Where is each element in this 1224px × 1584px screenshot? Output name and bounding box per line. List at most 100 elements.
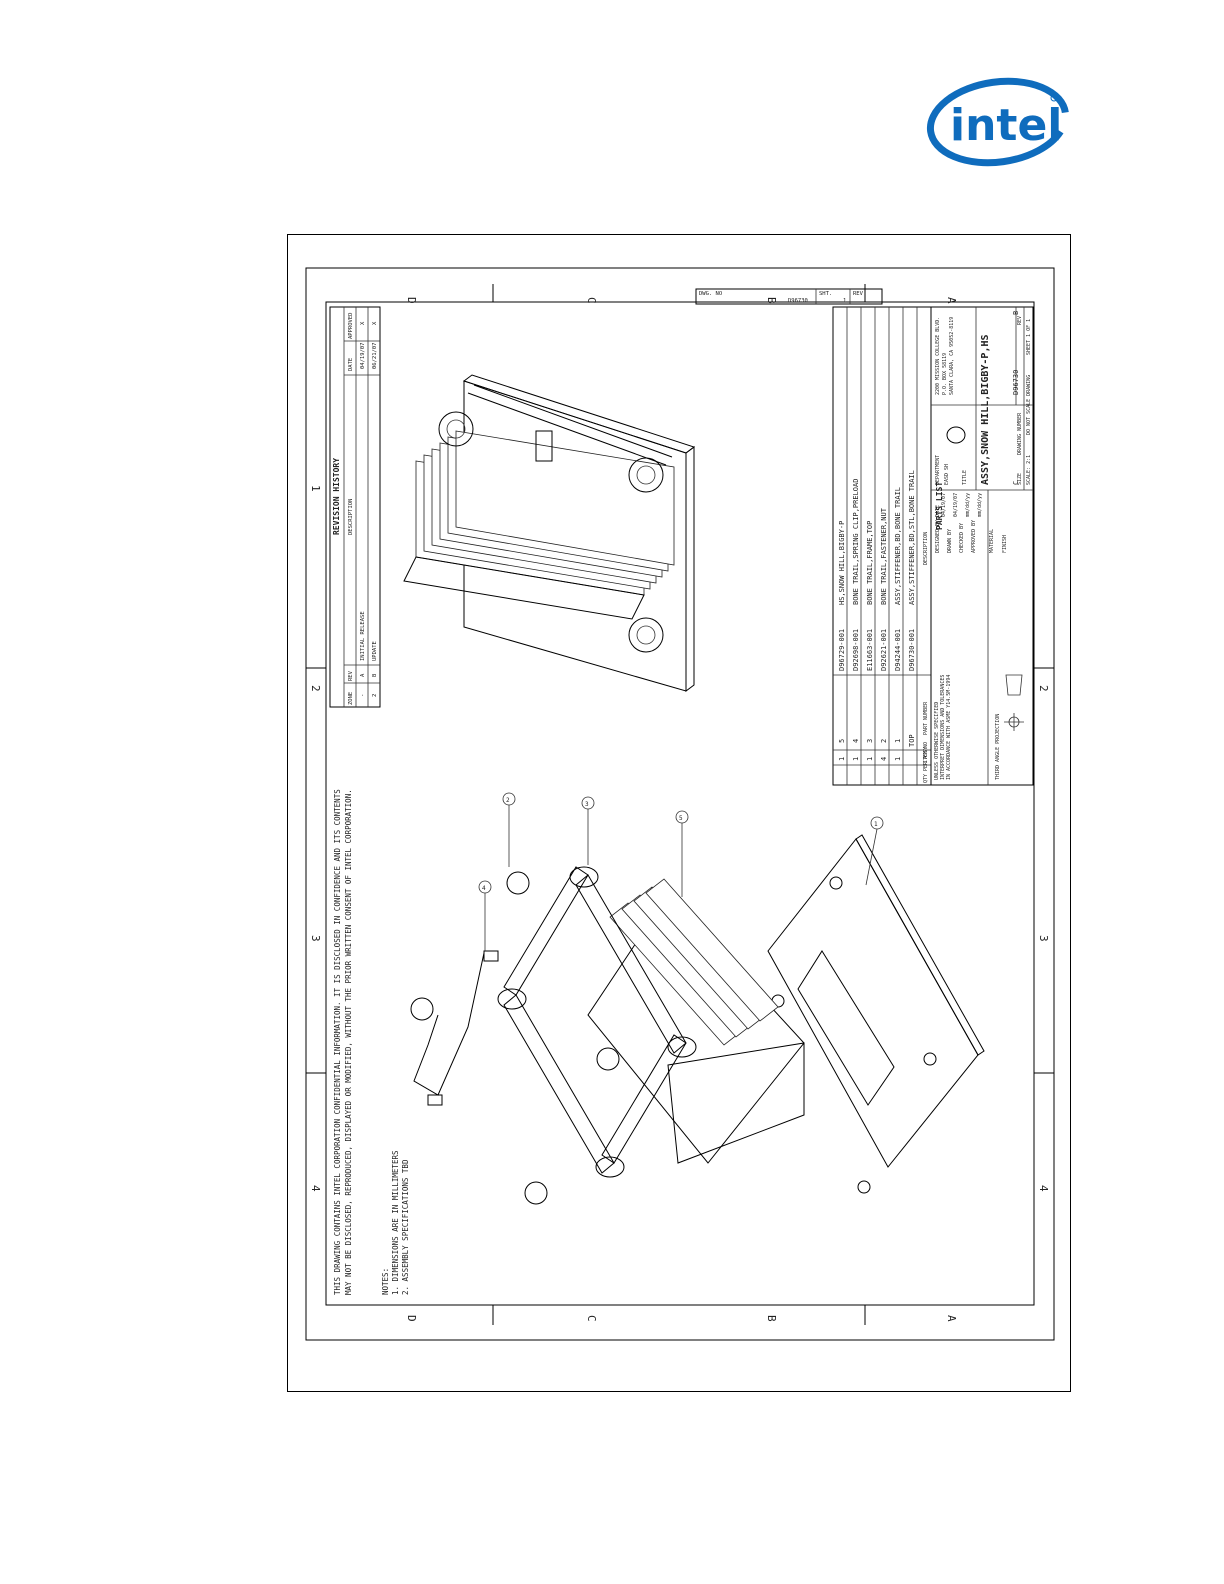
svg-text:4: 4 — [880, 757, 888, 761]
svg-text:INTERPRET DIMENSIONS AND TOLER: INTERPRET DIMENSIONS AND TOLERANCES — [940, 675, 946, 780]
svg-text:3: 3 — [866, 739, 874, 743]
svg-text:1: 1 — [843, 298, 846, 304]
engineering-drawing: D C B A D C B A 1 2 3 4 2 3 4 THIS DRAWI… — [305, 267, 1055, 1341]
svg-text:mm/dd/yy: mm/dd/yy — [965, 493, 971, 517]
svg-text:EASD SH: EASD SH — [944, 464, 950, 485]
rev-cell: A — [360, 673, 366, 677]
svg-text:DO NOT SCALE DRAWING: DO NOT SCALE DRAWING — [1026, 375, 1032, 435]
note-item: 1. DIMENSIONS ARE IN MILLIMETERS — [391, 1150, 400, 1295]
svg-text:1: 1 — [866, 757, 874, 761]
svg-text:1: 1 — [894, 757, 902, 761]
balloon-5: 5 — [679, 815, 683, 822]
rev-cell: - — [360, 694, 366, 697]
balloon-1: 1 — [874, 821, 878, 828]
svg-text:DRAWING NUMBER: DRAWING NUMBER — [1017, 412, 1023, 455]
parts-list-title: PARTS LIST — [935, 482, 944, 530]
svg-text:2: 2 — [880, 739, 888, 743]
zone-letter-top: D — [405, 297, 418, 304]
svg-text:QTY PER ASSY: QTY PER ASSY — [923, 747, 929, 783]
zone-letter-top: C — [585, 297, 598, 304]
drawing-frame: D C B A D C B A 1 2 3 4 2 3 4 THIS DRAWI… — [287, 234, 1071, 1392]
drawing-title: ASSY,SNOW HILL,BIGBY-P,HS — [980, 334, 991, 485]
assembled-heatsink-view — [403, 374, 696, 692]
svg-text:1: 1 — [894, 739, 902, 743]
svg-text:SCALE: 2:1: SCALE: 2:1 — [1026, 455, 1032, 485]
rev-cell: 04/19/07 — [360, 343, 366, 370]
confidential-line-1: THIS DRAWING CONTAINS INTEL CORPORATION … — [333, 789, 342, 1295]
svg-text:DESCRIPTION: DESCRIPTION — [923, 532, 929, 565]
svg-text:mm/dd/yy: mm/dd/yy — [977, 493, 983, 517]
rev-cell: X — [372, 321, 378, 325]
svg-text:MATERIAL: MATERIAL — [989, 529, 995, 553]
svg-text:5: 5 — [838, 739, 846, 743]
svg-text:D96730: D96730 — [1012, 370, 1020, 395]
svg-text:4: 4 — [852, 739, 860, 743]
dwg-number-strip: DWG. NO D96730 SHT. 1 REV — [695, 288, 883, 305]
intel-mini-logo-icon — [946, 426, 966, 444]
svg-text:DESIGNED BY: DESIGNED BY — [935, 520, 941, 553]
svg-text:ASSY,STIFFENER,BD,BONE TRAIL: ASSY,STIFFENER,BD,BONE TRAIL — [894, 487, 902, 605]
svg-text:DWG. NO: DWG. NO — [699, 291, 722, 297]
svg-text:TITLE: TITLE — [962, 470, 968, 485]
svg-text:CHECKED BY: CHECKED BY — [959, 523, 965, 553]
rev-header: ZONE — [348, 692, 354, 705]
intel-logo: intel — [926, 77, 1070, 167]
svg-text:REV: REV — [853, 291, 864, 297]
svg-text:D96730-001: D96730-001 — [908, 629, 916, 671]
svg-text:BONE TRAIL,SPRING CLIP,PRELOAD: BONE TRAIL,SPRING CLIP,PRELOAD — [852, 479, 860, 605]
svg-text:04/19/07: 04/19/07 — [953, 493, 959, 517]
revision-history-title: REVISION HISTORY — [332, 458, 341, 535]
balloon-2: 2 — [506, 797, 510, 804]
rev-header: DESCRIPTION — [348, 499, 354, 535]
zone-number-left: 1 — [309, 485, 322, 492]
note-item: 2. ASSEMBLY SPECIFICATIONS TBD — [401, 1159, 410, 1295]
svg-text:SHT.: SHT. — [819, 291, 832, 297]
zone-letter-bottom: D — [405, 1315, 418, 1322]
svg-text:D94244-001: D94244-001 — [894, 629, 902, 671]
balloon-3: 3 — [585, 801, 589, 808]
svg-text:E11663-001: E11663-001 — [866, 629, 874, 671]
svg-text:C: C — [1012, 481, 1020, 485]
rev-cell: 06/21/07 — [372, 343, 378, 370]
rev-cell: UPDATE — [372, 641, 378, 661]
notes-title: NOTES: — [381, 1268, 390, 1295]
svg-text:ITEM NO: ITEM NO — [923, 742, 929, 763]
svg-text:BONE TRAIL,FASTENER,NUT: BONE TRAIL,FASTENER,NUT — [880, 507, 888, 605]
rev-cell: 2 — [372, 694, 378, 697]
svg-text:B: B — [1012, 311, 1020, 315]
zone-number-left: 2 — [309, 685, 322, 692]
svg-text:THIRD ANGLE PROJECTION: THIRD ANGLE PROJECTION — [995, 714, 1001, 780]
svg-text:2200 MISSION COLLEGE BLVD.: 2200 MISSION COLLEGE BLVD. — [935, 317, 941, 395]
zone-number-right: 2 — [1037, 685, 1050, 692]
svg-text:BONE TRAIL,FRAME,TOP: BONE TRAIL,FRAME,TOP — [866, 521, 874, 605]
svg-text:DRAWN BY: DRAWN BY — [947, 529, 953, 553]
revision-history-table: REVISION HISTORY ZONE REV DESCRIPTION DA… — [329, 306, 381, 708]
rev-cell: INITIAL RELEASE — [360, 611, 366, 661]
rev-header: REV — [348, 670, 354, 681]
svg-text:D96729-001: D96729-001 — [838, 629, 846, 671]
svg-text:D92621-001: D92621-001 — [880, 629, 888, 671]
svg-text:1: 1 — [838, 757, 846, 761]
svg-text:DEPARTMENT: DEPARTMENT — [935, 455, 941, 485]
svg-text:HS,SNOW HILL,BIGBY-P: HS,SNOW HILL,BIGBY-P — [838, 521, 846, 605]
svg-text:04/19/07: 04/19/07 — [941, 493, 947, 517]
svg-text:SIZE: SIZE — [1017, 473, 1023, 485]
balloon-4: 4 — [482, 885, 486, 892]
svg-text:SANTA CLARA, CA 95052-8119: SANTA CLARA, CA 95052-8119 — [949, 317, 955, 395]
svg-text:REV: REV — [1017, 316, 1023, 325]
zone-number-right: 4 — [1037, 1185, 1050, 1192]
zone-letter-bottom: C — [585, 1315, 598, 1322]
zone-number-left: 3 — [309, 935, 322, 942]
confidential-line-2: MAY NOT BE DISCLOSED, REPRODUCED, DISPLA… — [344, 789, 353, 1295]
logo-text: intel — [950, 100, 1062, 151]
zone-letter-bottom: B — [765, 1315, 778, 1322]
svg-text:DATE: DATE — [935, 505, 941, 517]
svg-text:1: 1 — [852, 757, 860, 761]
svg-text:IN ACCORDANCE WITH ASME Y14.5M: IN ACCORDANCE WITH ASME Y14.5M-1994 — [946, 675, 952, 780]
svg-text:PART NUMBER: PART NUMBER — [923, 701, 929, 735]
zone-number-left: 4 — [309, 1185, 322, 1192]
rev-cell: B — [372, 673, 378, 677]
svg-text:UNLESS OTHERWISE SPECIFIED: UNLESS OTHERWISE SPECIFIED — [934, 702, 940, 780]
exploded-view: 1 2 3 4 5 — [410, 792, 985, 1205]
title-block: UNLESS OTHERWISE SPECIFIED INTERPRET DIM… — [930, 306, 1034, 786]
